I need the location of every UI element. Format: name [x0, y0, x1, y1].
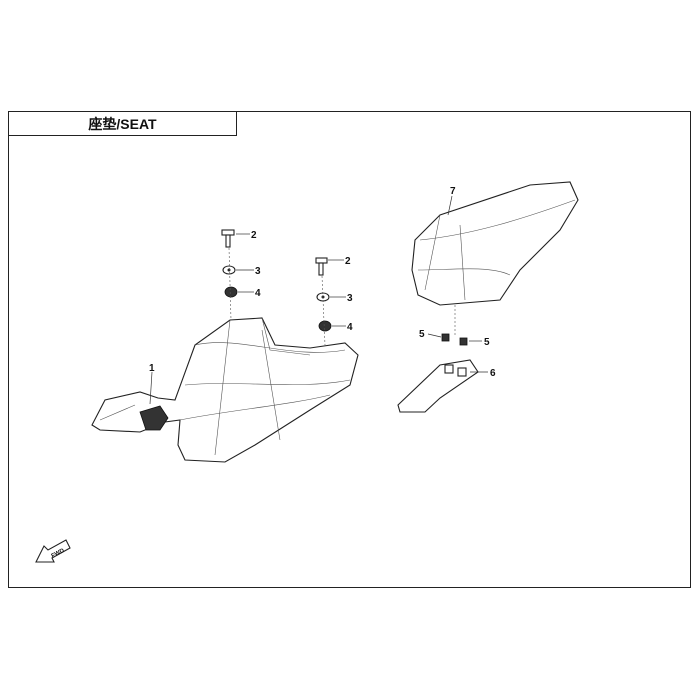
callout-3: 3 — [255, 266, 261, 277]
part-7-rear-seat — [411, 181, 579, 306]
callout-7: 7 — [450, 186, 456, 197]
fasteners-right — [315, 257, 332, 346]
part-1-front-seat — [91, 317, 359, 463]
diagram-frame — [8, 111, 691, 588]
callout-2: 2 — [345, 256, 351, 267]
fasteners-left — [221, 229, 238, 321]
fwd-arrow-icon: FWD — [35, 539, 71, 563]
diagram-title: 座垫/SEAT — [8, 111, 237, 136]
callout-1: 1 — [149, 363, 155, 374]
callout-4: 4 — [347, 322, 353, 333]
part-6-bracket — [397, 305, 479, 413]
callout-6: 6 — [490, 368, 496, 379]
callout-3: 3 — [347, 293, 353, 304]
callout-2: 2 — [251, 230, 257, 241]
callout-4: 4 — [255, 288, 261, 299]
callout-5: 5 — [419, 329, 425, 340]
leader-lines — [149, 195, 488, 405]
callout-5: 5 — [484, 337, 490, 348]
